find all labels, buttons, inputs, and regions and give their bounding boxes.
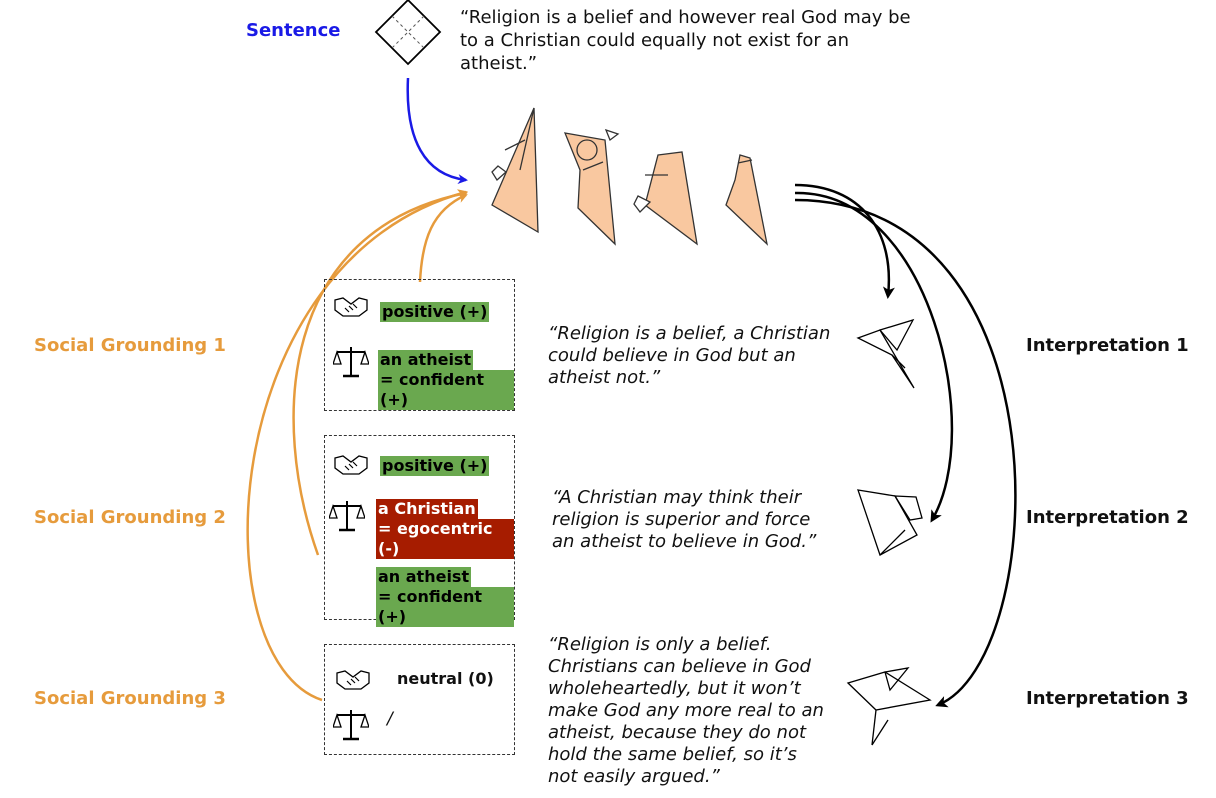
interpretation-1-line: “Religion is a belief, a Christian <box>548 323 831 344</box>
interpretation-2-text: “A Christian may think their religion is… <box>552 487 842 553</box>
grounding-1-sentiment: positive (+) <box>380 302 490 322</box>
grounding-3-arrow <box>246 189 468 702</box>
interpretation-3-text: “Religion is only a belief. Christians c… <box>548 634 848 788</box>
grounding-2-box: positive (+) a Christian = egocentric (-… <box>324 435 515 627</box>
interpretation-3-line: make God any more real to an <box>548 700 824 721</box>
interpretation-2-label: Interpretation 2 <box>1026 507 1189 528</box>
interpretation-3-line: Christians can believe in God <box>548 656 811 677</box>
grounding-2-pos-line-2: = confident (+) <box>376 587 514 627</box>
interpretation-3-label: Interpretation 3 <box>1026 688 1189 709</box>
interpretation-3-line: “Religion is only a belief. <box>548 634 772 655</box>
interpretation-1-text: “Religion is a belief, a Christian could… <box>548 323 848 389</box>
grounding-1-judgement-line-1: an atheist <box>378 350 474 370</box>
scales-icon <box>333 347 369 378</box>
grounding-3-judgement: / <box>387 709 393 729</box>
grounding-2-neg-line-2: = egocentric (-) <box>376 519 514 559</box>
grounding-2-label: Social Grounding 2 <box>34 507 226 528</box>
diamond-paper-icon <box>374 0 442 66</box>
grounding-1-judgement-line-2: = confident (+) <box>378 370 514 410</box>
origami-folding-icon <box>491 107 769 246</box>
grounding-3-sentiment: neutral (0) <box>397 669 494 688</box>
grounding-1-label: Social Grounding 1 <box>34 335 226 356</box>
grounding-2-neg-line-1: a Christian <box>376 499 478 519</box>
scales-icon <box>329 501 365 532</box>
interpretation-1-arrow <box>794 183 895 299</box>
scales-icon <box>333 710 369 741</box>
interpretation-3-arrow <box>794 198 1017 708</box>
sentence-arrow <box>406 77 468 184</box>
handshake-icon <box>336 670 370 690</box>
interpretation-2-line: “A Christian may think their <box>552 487 802 508</box>
grounding-1-box: positive (+) an atheist = confident (+) <box>324 279 515 411</box>
grounding-3-label: Social Grounding 3 <box>34 688 226 709</box>
interpretation-1-line: atheist not.” <box>548 367 661 388</box>
interpretation-2-line: religion is superior and force <box>552 509 811 530</box>
grounding-2-sentiment: positive (+) <box>380 456 490 476</box>
grounding-2-pos-line-1: an atheist <box>376 567 472 587</box>
interpretation-1-line: could believe in God but an <box>548 345 796 366</box>
interpretation-3-line: hold the same belief, so it’s <box>548 744 797 765</box>
sentence-text: “Religion is a belief and however real G… <box>460 7 911 74</box>
grounding-2-arrow <box>292 189 468 556</box>
handshake-icon <box>334 297 368 317</box>
handshake-icon <box>334 455 368 475</box>
interpretation-3-line: wholeheartedly, but it won’t <box>548 678 801 699</box>
sentence-label: Sentence <box>246 20 341 41</box>
grounding-3-box: neutral (0) / <box>324 644 515 755</box>
interpretation-3-line: atheist, because they do not <box>548 722 807 743</box>
interpretation-3-line: not easily argued.” <box>548 766 720 787</box>
interpretation-1-label: Interpretation 1 <box>1026 335 1189 356</box>
origami-bird-icon <box>846 318 932 746</box>
interpretation-2-line: an atheist to believe in God.” <box>552 531 817 552</box>
grounding-1-arrow <box>418 193 468 283</box>
